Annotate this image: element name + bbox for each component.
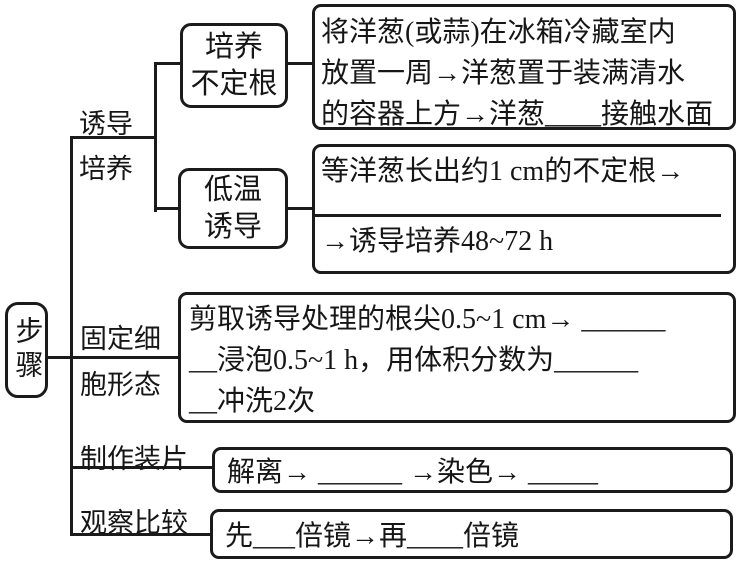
fixation-step-line3: __冲洗2次 bbox=[189, 386, 316, 417]
lowtemp-step-line1: 等洋葱长出约1 cm的不定根→ bbox=[321, 156, 685, 187]
node-adventitious-roots: 培养 不定根 bbox=[180, 23, 288, 108]
node-lowtemp-line2: 诱导 bbox=[203, 210, 262, 243]
connector-fixation-branch bbox=[70, 356, 182, 359]
connector-to-lowtemp-node bbox=[154, 207, 182, 210]
box-fixation-steps: 剪取诱导处理的根尖0.5~1 cm→ ______ __浸泡0.5~1 h，用体… bbox=[178, 292, 736, 423]
node-low-temp-induction: 低温 诱导 bbox=[178, 168, 288, 249]
connector-slide-branch bbox=[70, 466, 216, 469]
connector-observe-branch bbox=[70, 533, 214, 536]
root-label: 步骤 bbox=[11, 316, 43, 384]
trunk-line bbox=[70, 136, 73, 536]
connector-to-adventitious-node bbox=[154, 62, 184, 65]
slide-step-text: 解离→ ______ →染色→ _____ bbox=[227, 457, 599, 488]
branch-label-fixation-top: 固定细 bbox=[80, 324, 161, 354]
induction-bracket-line bbox=[154, 62, 157, 212]
node-lowtemp-line1: 低温 bbox=[203, 173, 262, 206]
branch-label-fixation: 固定细 胞形态 bbox=[80, 316, 161, 408]
branch-label-observe: 观察比较 bbox=[80, 508, 188, 538]
adventitious-step-line2: 放置一周→洋葱置于装满清水 bbox=[321, 58, 686, 89]
connector-adventitious-to-box bbox=[286, 62, 316, 65]
branch-label-slide: 制作装片 bbox=[80, 444, 188, 474]
node-adventitious-line2: 不定根 bbox=[190, 67, 278, 100]
connector-lowtemp-to-box bbox=[286, 207, 316, 210]
box-lowtemp-steps: 等洋葱长出约1 cm的不定根→ →诱导培养48~72 h bbox=[312, 144, 736, 274]
connector-root-to-trunk bbox=[46, 356, 72, 359]
fixation-step-line1: 剪取诱导处理的根尖0.5~1 cm→ ______ bbox=[189, 304, 666, 335]
connector-induction-branch bbox=[70, 136, 157, 139]
box-slide-steps: 解离→ ______ →染色→ _____ bbox=[212, 447, 733, 493]
box-adventitious-steps: 将洋葱(或蒜)在冰箱冷藏室内 放置一周→洋葱置于装满清水 的容器上方→洋葱___… bbox=[312, 4, 736, 130]
node-adventitious-line1: 培养 bbox=[204, 30, 263, 63]
root-node-steps: 步骤 bbox=[5, 302, 48, 398]
observe-step-text: 先___倍镜→再____倍镜 bbox=[225, 521, 520, 552]
fixation-step-line2: __浸泡0.5~1 h，用体积分数为______ bbox=[189, 345, 639, 376]
lowtemp-step-line3: →诱导培养48~72 h bbox=[321, 226, 554, 257]
fill-blank-line bbox=[315, 214, 721, 217]
adventitious-step-line3: 的容器上方→洋葱____接触水面 bbox=[321, 99, 714, 130]
adventitious-step-line1: 将洋葱(或蒜)在冰箱冷藏室内 bbox=[321, 17, 676, 48]
branch-label-induction: 诱导 培养 bbox=[79, 102, 133, 192]
box-observe-steps: 先___倍镜→再____倍镜 bbox=[210, 509, 733, 559]
branch-label-fixation-bottom: 胞形态 bbox=[80, 370, 161, 400]
branch-label-induction-bottom: 培养 bbox=[79, 154, 133, 184]
branch-label-induction-top: 诱导 bbox=[79, 109, 133, 139]
